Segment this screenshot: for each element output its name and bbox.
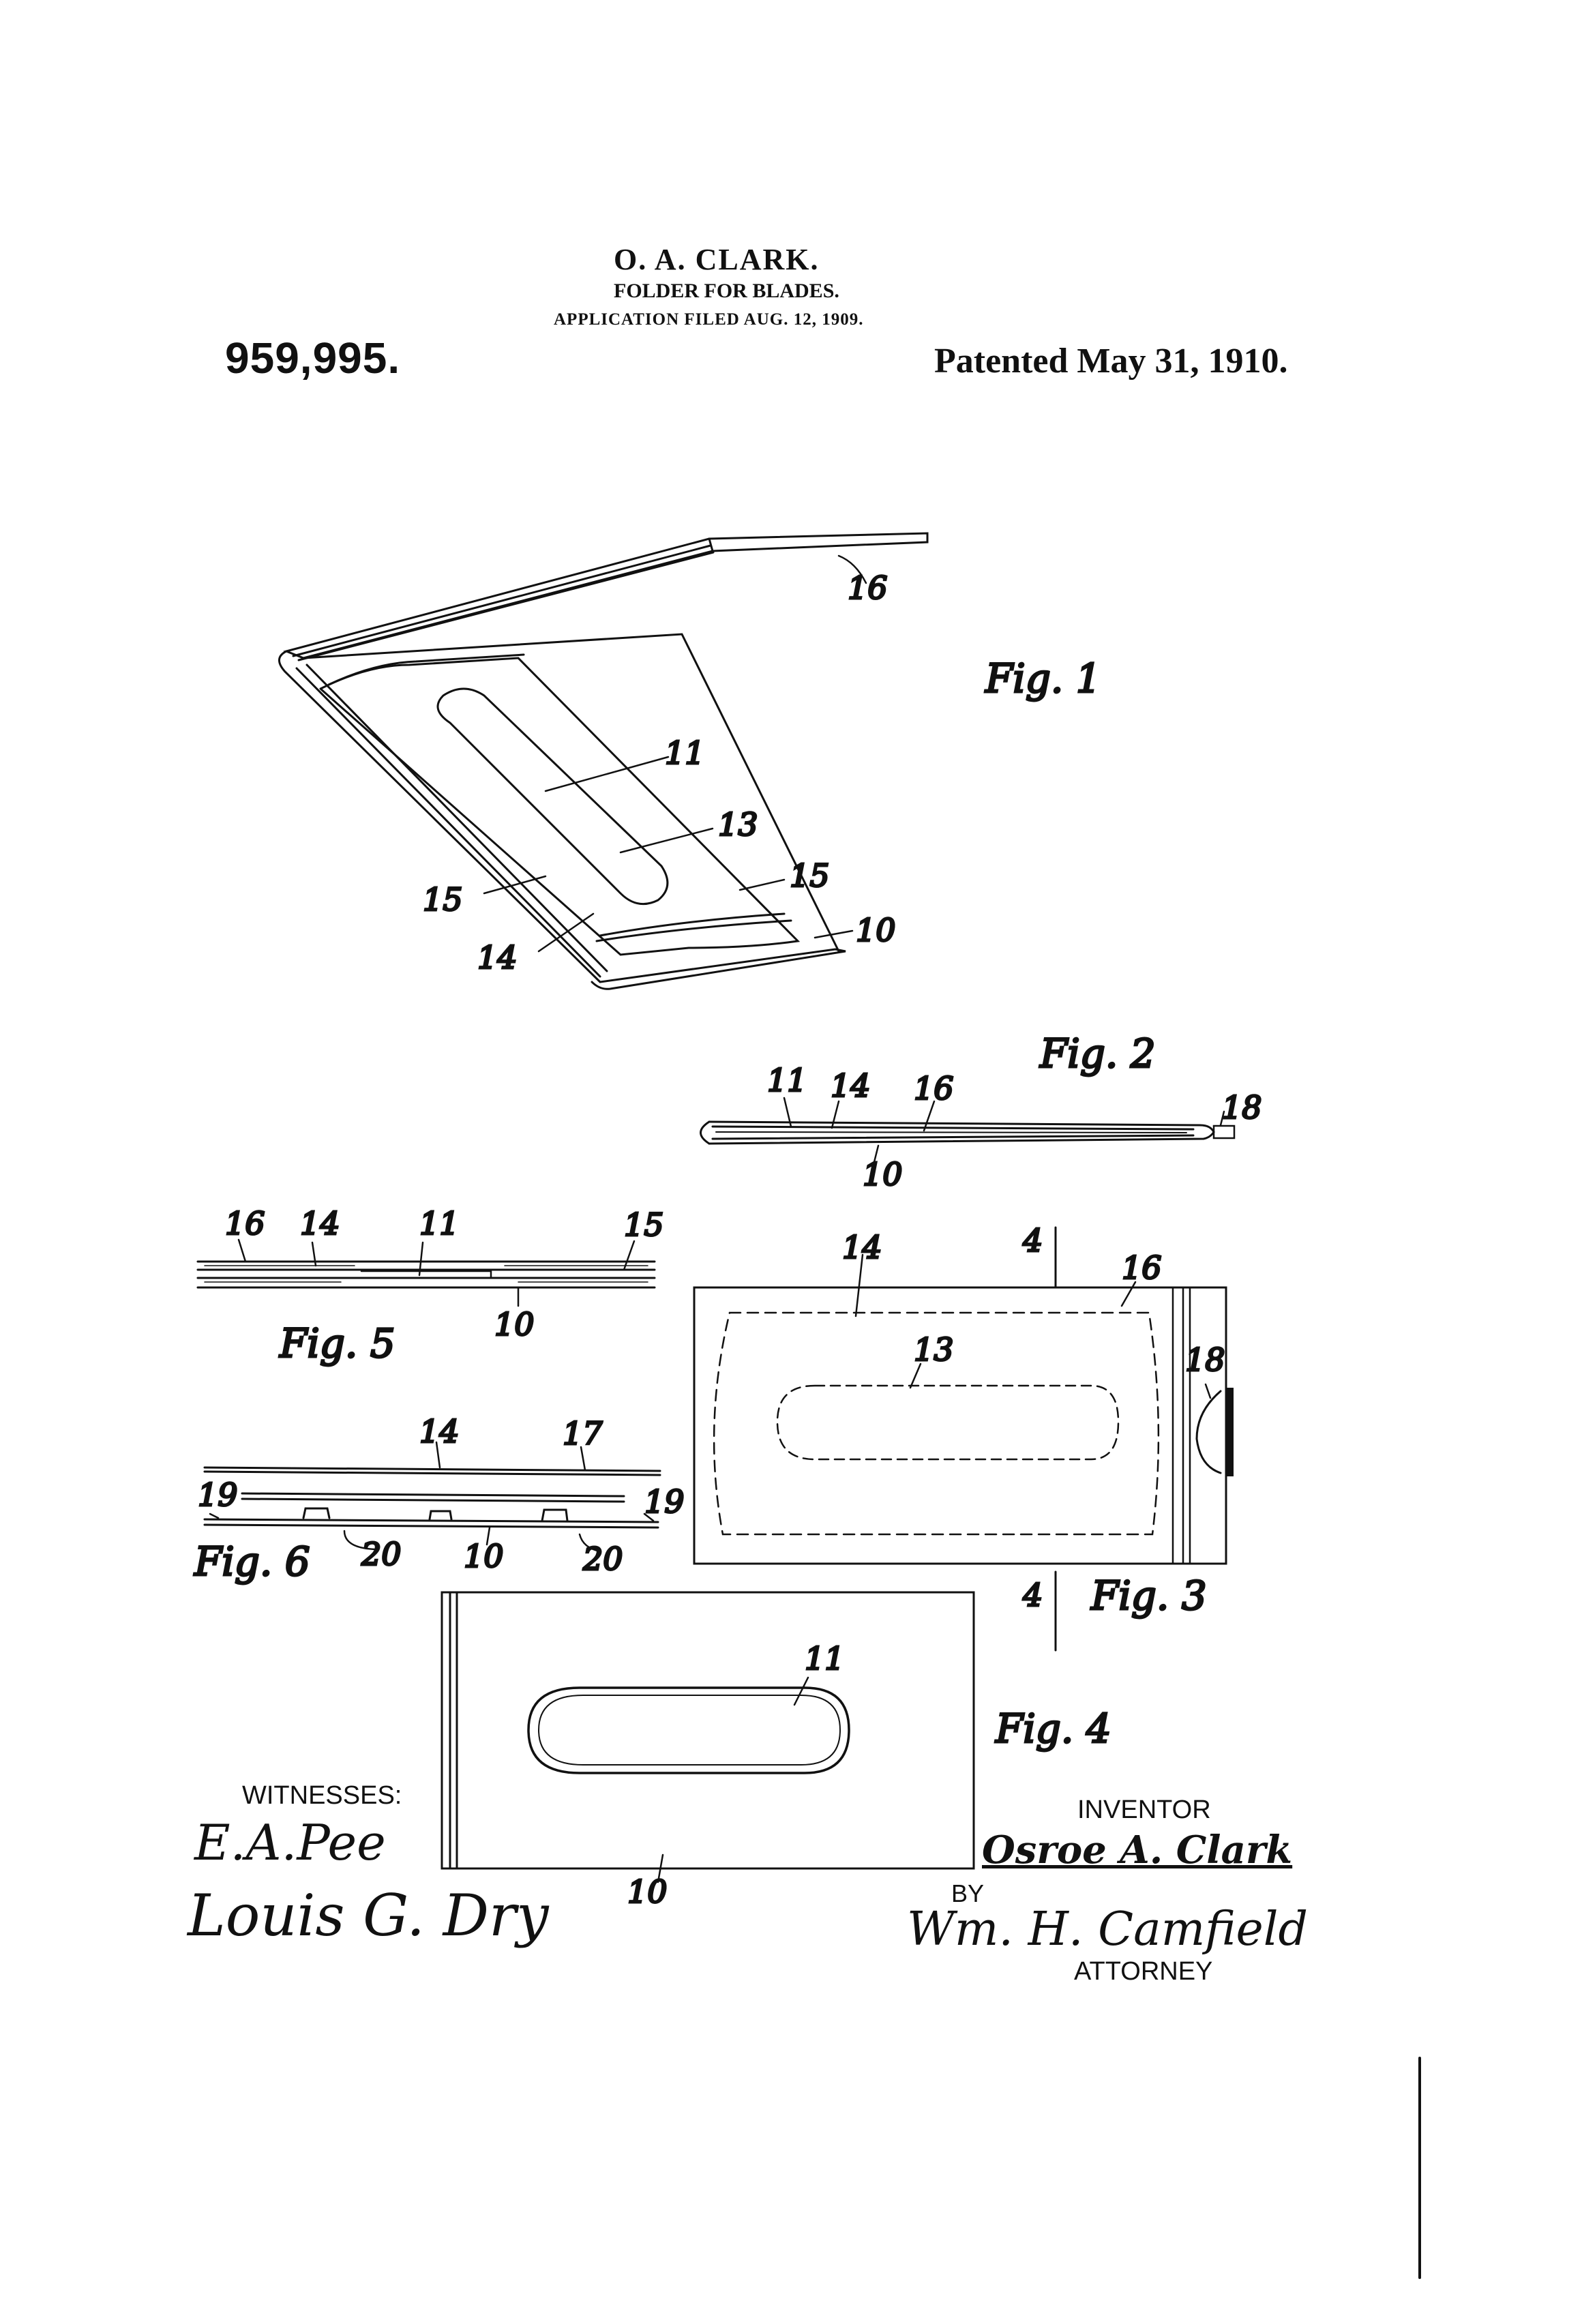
fig3-ref-13: 13	[914, 1331, 954, 1368]
fig5-label: Fig. 5	[279, 1320, 395, 1367]
fig2-ref-18: 18	[1222, 1089, 1262, 1126]
fig2-ref-16: 16	[914, 1070, 954, 1107]
fig3-ref-4-bottom: 4	[1022, 1577, 1043, 1613]
fig4-label: Fig. 4	[995, 1705, 1111, 1752]
fig5-ref-14: 14	[300, 1205, 340, 1242]
application-filed: APPLICATION FILED AUG. 12, 1909.	[554, 310, 864, 329]
fig5-ref-15: 15	[624, 1206, 664, 1243]
patent-number: 959,995.	[225, 333, 401, 383]
fig6-ref-17: 17	[563, 1415, 603, 1452]
fig6-ref-10: 10	[464, 1538, 504, 1575]
fig6-ref-20b: 20	[582, 1540, 623, 1577]
inventor-name: O. A. CLARK.	[614, 243, 820, 276]
patent-title: FOLDER FOR BLADES.	[614, 280, 839, 302]
figure-4	[441, 1591, 975, 1883]
fig4-ref-11: 11	[805, 1640, 845, 1677]
inventor-signature: Osroe A. Clark	[982, 1828, 1293, 1873]
fig1-ref-11: 11	[665, 734, 705, 771]
attorney-label: ATTORNEY	[1074, 1957, 1213, 1986]
fig3-label: Fig. 3	[1090, 1573, 1207, 1619]
figure-2	[700, 1097, 1236, 1174]
fig6-ref-20a: 20	[361, 1536, 402, 1573]
fig3-ref-16: 16	[1122, 1249, 1162, 1286]
fig3-ref-18: 18	[1185, 1341, 1225, 1378]
fig1-ref-14: 14	[477, 939, 518, 976]
figure-6	[203, 1441, 661, 1553]
figure-5	[196, 1238, 656, 1307]
fig1-ref-15a: 15	[423, 881, 463, 918]
fig1-label: Fig. 1	[985, 655, 1101, 702]
fig1-ref-10: 10	[856, 912, 896, 949]
fig6-ref-19a: 19	[198, 1476, 238, 1513]
fig6-label: Fig. 6	[194, 1538, 310, 1585]
fig6-ref-19b: 19	[644, 1483, 685, 1520]
witnesses-label: WITNESSES:	[242, 1781, 402, 1810]
by-label: BY	[951, 1879, 985, 1907]
witness-2-signature: Louis G. Dry	[188, 1882, 549, 1949]
fig2-ref-11: 11	[767, 1062, 807, 1099]
fig2-ref-14: 14	[831, 1067, 871, 1104]
fig4-ref-10: 10	[627, 1873, 668, 1910]
fig1-ref-13: 13	[718, 806, 758, 843]
attorney-signature: Wm. H. Camfield	[907, 1903, 1309, 1956]
witness-1-signature: E.A.Pee	[194, 1814, 386, 1871]
fig1-ref-16: 16	[848, 569, 888, 606]
fig5-ref-11: 11	[419, 1205, 460, 1242]
fig3-ref-4-top: 4	[1022, 1222, 1043, 1259]
fig3-ref-14: 14	[842, 1229, 882, 1266]
fig6-ref-14: 14	[419, 1413, 460, 1450]
figure-1	[278, 532, 929, 990]
fig5-ref-10: 10	[494, 1306, 535, 1343]
fig2-label: Fig. 2	[1039, 1030, 1156, 1077]
inventor-label: INVENTOR	[1077, 1796, 1211, 1824]
fig1-ref-15b: 15	[790, 857, 830, 894]
figure-3	[693, 1226, 1234, 1652]
patented-date: Patented May 31, 1910.	[934, 342, 1288, 381]
fig2-ref-10: 10	[863, 1156, 903, 1193]
fig5-ref-16: 16	[225, 1205, 265, 1242]
